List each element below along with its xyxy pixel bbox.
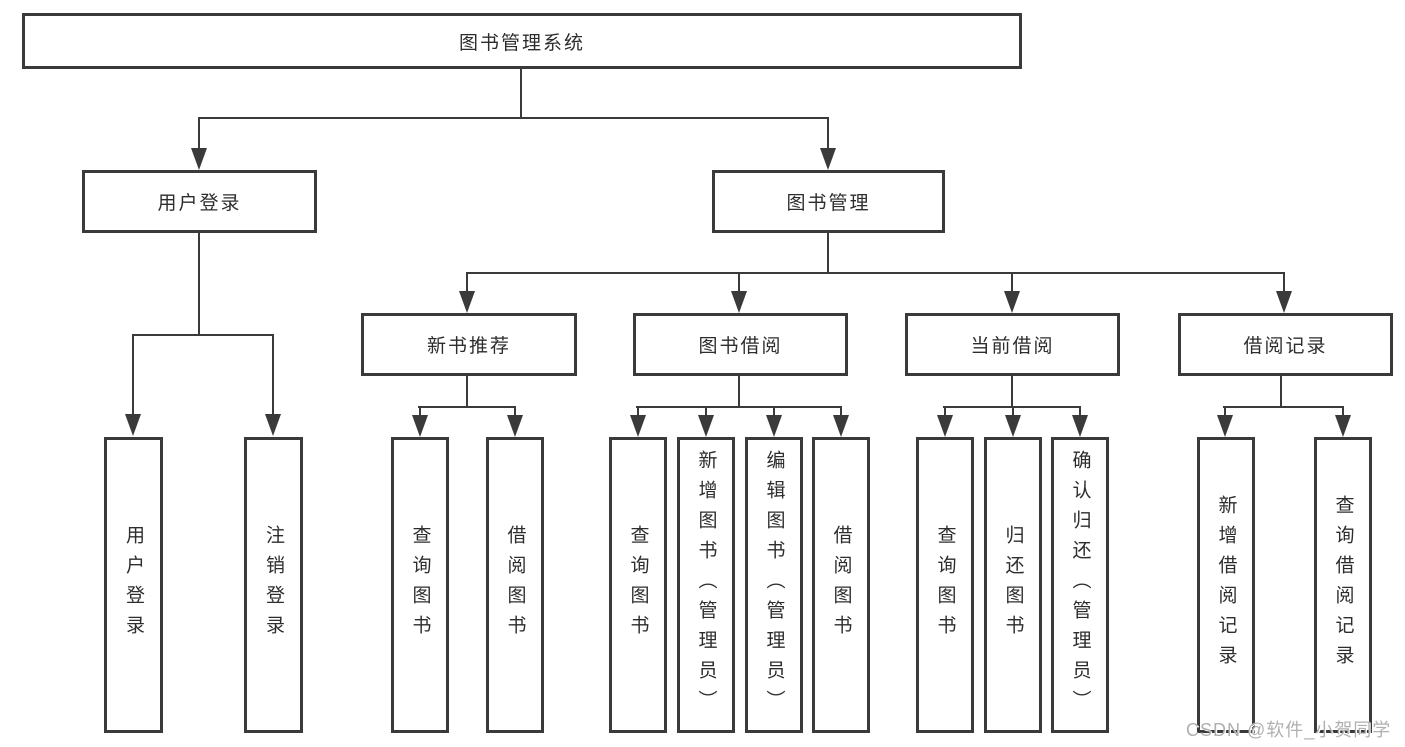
connector-line [944,406,946,417]
connector-line [466,272,1285,274]
leaf-add-borrow-record: 新增借阅记录 [1197,437,1255,733]
arrow-down-icon [459,291,475,313]
leaf-return-books: 归还图书 [984,437,1042,733]
connector-line [198,117,200,149]
connector-line [1283,272,1285,293]
arrow-down-icon [507,415,523,437]
node-label: 借阅记录 [1243,336,1328,357]
connector-line [132,334,274,336]
leaf-label: 新增图书（管理员） [695,450,717,720]
connector-line [419,406,421,417]
leaf-borrow-books-recommend: 借阅图书 [486,437,544,733]
leaf-label: 新增借阅记录 [1215,495,1237,675]
node-label: 图书管理 [786,193,871,214]
connector-line [466,272,468,293]
arrow-down-icon [265,414,281,436]
connector-line [132,334,134,416]
csdn-watermark: CSDN @软件_小贺同学 [1186,720,1392,740]
connector-line [827,233,829,274]
leaf-query-books-current: 查询图书 [916,437,974,733]
leaf-label: 用户登录 [123,525,144,645]
connector-line [1224,406,1226,417]
arrow-down-icon [1072,415,1088,437]
arrow-down-icon [412,415,428,437]
node-book-borrowing: 图书借阅 [633,313,848,376]
arrow-down-icon [1276,291,1292,313]
connector-line [827,117,829,149]
leaf-edit-books-admin: 编辑图书（管理员） [745,437,803,733]
node-user-login: 用户登录 [82,170,317,233]
leaf-label: 借阅图书 [830,525,852,645]
connector-line [1280,376,1282,408]
node-current-borrowing: 当前借阅 [905,313,1120,376]
connector-line [636,406,842,408]
connector-line [738,376,740,408]
connector-line [514,406,516,417]
arrow-down-icon [630,415,646,437]
connector-line [637,406,639,417]
connector-line [1342,406,1344,417]
arrow-down-icon [833,415,849,437]
leaf-label: 借阅图书 [504,525,526,645]
connector-line [1011,376,1013,408]
arrow-down-icon [937,415,953,437]
arrow-down-icon [1217,415,1233,437]
connector-line [520,68,522,118]
leaf-logout: 注销登录 [244,437,303,733]
node-label: 用户登录 [157,193,242,214]
node-book-management: 图书管理 [712,170,945,233]
leaf-query-books-recommend: 查询图书 [391,437,449,733]
leaf-label: 编辑图书（管理员） [763,450,785,720]
leaf-borrow-books: 借阅图书 [812,437,870,733]
leaf-user-login: 用户登录 [104,437,163,733]
arrow-down-icon [698,415,714,437]
leaf-label: 归还图书 [1002,525,1024,645]
arrow-down-icon [125,414,141,436]
leaf-confirm-return-admin: 确认归还（管理员） [1051,437,1109,733]
node-new-book-recommend: 新书推荐 [361,313,577,376]
node-label: 图书管理系统 [458,32,585,54]
node-label: 图书借阅 [698,336,783,357]
connector-line [198,233,200,336]
connector-line [1079,406,1081,417]
connector-line [840,406,842,417]
connector-line [272,334,274,416]
node-borrow-records: 借阅记录 [1178,313,1393,376]
leaf-label: 查询图书 [409,525,431,645]
leaf-label: 查询借阅记录 [1332,495,1354,675]
leaf-add-books-admin: 新增图书（管理员） [677,437,735,733]
connector-line [418,406,516,408]
arrow-down-icon [766,415,782,437]
arrow-down-icon [1004,291,1020,313]
node-root-system: 图书管理系统 [22,13,1022,69]
connector-line [705,406,707,417]
arrow-down-icon [1005,415,1021,437]
connector-line [1223,406,1344,408]
node-label: 当前借阅 [970,336,1055,357]
leaf-query-books-borrowing: 查询图书 [609,437,667,733]
node-label: 新书推荐 [426,336,511,357]
connector-line [738,272,740,293]
leaf-label: 查询图书 [934,525,956,645]
arrow-down-icon [1335,415,1351,437]
arrow-down-icon [191,148,207,170]
connector-line [198,117,829,119]
leaf-label: 确认归还（管理员） [1069,450,1091,720]
connector-line [466,376,468,408]
arrow-down-icon [820,148,836,170]
connector-line [1011,272,1013,293]
leaf-label: 注销登录 [263,525,284,645]
connector-line [1012,406,1014,417]
leaf-label: 查询图书 [627,525,649,645]
leaf-query-borrow-record: 查询借阅记录 [1314,437,1372,733]
connector-line [773,406,775,417]
arrow-down-icon [731,291,747,313]
